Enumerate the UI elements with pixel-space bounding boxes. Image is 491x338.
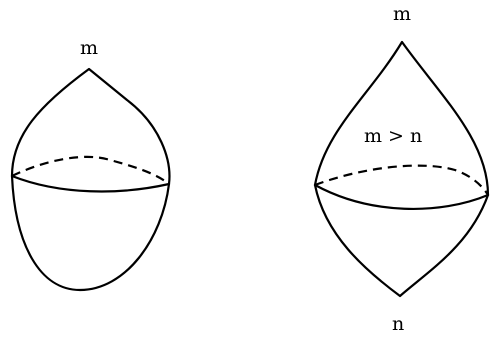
- right-figure: m m > n n: [313, 3, 490, 335]
- left-equator-back: [11, 155, 170, 185]
- right-equator-front: [313, 183, 490, 211]
- right-bottom-label: n: [392, 313, 404, 335]
- right-apex-label: m: [393, 3, 411, 25]
- left-apex-label: m: [80, 37, 98, 59]
- right-relation-label: m > n: [364, 125, 422, 147]
- right-equator-back: [314, 164, 489, 196]
- left-equator-front: [10, 174, 171, 193]
- left-outline: [10, 67, 171, 292]
- left-figure: m: [10, 37, 171, 292]
- right-outline: [313, 40, 490, 298]
